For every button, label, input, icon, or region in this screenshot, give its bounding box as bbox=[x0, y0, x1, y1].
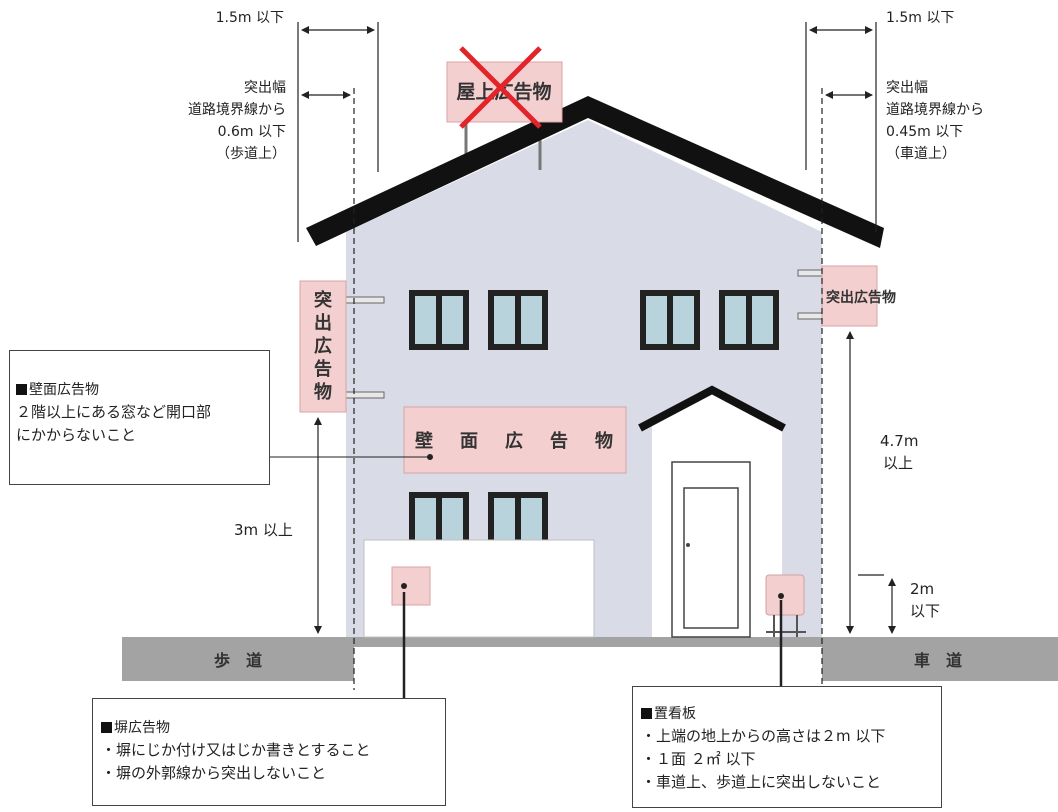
left-projecting-char: 告 bbox=[314, 358, 332, 380]
standing-sign-callout-line: ・上端の地上からの高さは２m 以下 bbox=[641, 727, 886, 745]
door bbox=[683, 487, 739, 629]
house bbox=[306, 96, 884, 638]
wall-sign-callout-title: 壁面広告物 bbox=[29, 382, 99, 398]
sidewalk-label: 歩 道 bbox=[214, 651, 262, 670]
left-max-width-label: 1.5m 以下 bbox=[216, 10, 284, 26]
fence-sign-callout-title: 塀広告物 bbox=[114, 720, 170, 736]
window bbox=[409, 492, 469, 542]
wall-sign-callout: 壁面広告物 ２階以上にある窓など開口部 にかからないこと bbox=[9, 350, 270, 485]
sidewalk-strip bbox=[122, 637, 354, 681]
left-protrusion-label: 道路境界線から bbox=[188, 102, 286, 118]
fence-sign-callout-line: ・塀にじか付け又はじか書きとすること bbox=[101, 741, 371, 759]
left-projecting-char: 突 bbox=[314, 289, 332, 311]
left-protrusion-label: （歩道上） bbox=[216, 146, 286, 162]
left-height-label: 3m 以上 bbox=[234, 521, 293, 539]
standing-sign-callout-title: 置看板 bbox=[654, 706, 696, 722]
wall-callout-dot bbox=[427, 454, 433, 460]
wall-sign-callout-line: ２階以上にある窓など開口部 bbox=[16, 403, 212, 421]
lot-ground-strip bbox=[354, 637, 822, 647]
window bbox=[488, 290, 548, 350]
right-max-width-label: 1.5m 以下 bbox=[886, 10, 954, 26]
window bbox=[719, 290, 779, 350]
standing-callout-dot bbox=[778, 593, 784, 599]
right-projecting-label: 突出広告物 bbox=[826, 289, 896, 306]
standing-sign-callout-line: ・１面 ２㎡ 以下 bbox=[641, 750, 756, 768]
left-projecting-char: 出 bbox=[314, 312, 332, 334]
right-height-label: 4.7m bbox=[880, 432, 918, 450]
left-projecting-sign: 突 出 広 告 物 bbox=[299, 280, 385, 413]
roadway-strip bbox=[822, 637, 1058, 681]
standing-sign bbox=[765, 574, 805, 616]
left-protrusion-label: 0.6m 以下 bbox=[218, 124, 286, 140]
left-projecting-char: 物 bbox=[314, 381, 332, 403]
wall-sign-char: 壁 bbox=[415, 430, 433, 452]
guide-lines bbox=[270, 22, 896, 698]
roadway-label: 車 道 bbox=[914, 651, 962, 670]
stand-height-label: 以下 bbox=[910, 602, 940, 620]
left-protrusion-label: 突出幅 bbox=[244, 80, 286, 96]
square-bullet-icon bbox=[16, 384, 27, 395]
wall-sign-char: 面 bbox=[460, 431, 478, 452]
wall-sign-char: 告 bbox=[550, 430, 568, 452]
wall-sign-callout-line: にかからないこと bbox=[16, 426, 137, 444]
window bbox=[640, 290, 700, 350]
stand-height-label: 2m bbox=[910, 580, 934, 598]
right-height-label: 以上 bbox=[883, 454, 913, 472]
fence-sign-callout: 塀広告物 ・塀にじか付け又はじか書きとすること ・塀の外郭線から突出しないこと bbox=[92, 698, 446, 806]
left-projecting-char: 広 bbox=[314, 335, 332, 357]
window bbox=[409, 290, 469, 350]
window bbox=[488, 492, 548, 542]
right-protrusion-label: 突出幅 bbox=[886, 80, 928, 96]
right-protrusion-label: 道路境界線から bbox=[886, 102, 984, 118]
square-bullet-icon bbox=[101, 722, 112, 733]
wall-sign-char: 物 bbox=[595, 430, 613, 452]
wall-sign: 壁 面 広 告 物 bbox=[403, 406, 627, 474]
right-protrusion-label: （車道上） bbox=[886, 145, 956, 162]
fence-callout-dot bbox=[401, 583, 407, 589]
standing-sign-callout-line: ・車道上、歩道上に突出しないこと bbox=[641, 773, 882, 791]
standing-sign-callout: 置看板 ・上端の地上からの高さは２m 以下 ・１面 ２㎡ 以下 ・車道上、歩道上… bbox=[632, 686, 942, 808]
fence-sign-callout-line: ・塀の外郭線から突出しないこと bbox=[101, 764, 327, 782]
wall-sign-char: 広 bbox=[505, 430, 523, 452]
right-protrusion-label: 0.45m 以下 bbox=[886, 124, 963, 140]
right-projecting-sign: 突出広告物 bbox=[797, 265, 896, 327]
rooftop-sign: 屋上広告物 bbox=[446, 46, 563, 129]
dimension-labels: 1.5m 以下 1.5m 以下 突出幅 道路境界線から 0.6m 以下 （歩道上… bbox=[188, 10, 984, 620]
fence-sign bbox=[391, 566, 431, 606]
ground: 歩 道 車 道 bbox=[122, 637, 1058, 681]
door-knob bbox=[686, 543, 690, 547]
square-bullet-icon bbox=[641, 708, 652, 719]
prohibition-x-icon bbox=[459, 46, 542, 129]
entrance-roof bbox=[638, 385, 786, 432]
